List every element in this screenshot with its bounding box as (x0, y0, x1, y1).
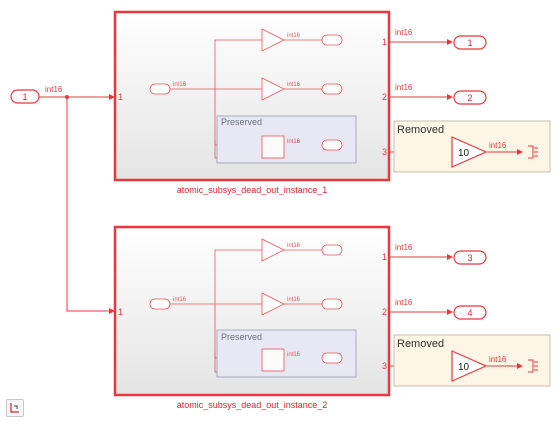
subsystem-2-outport-label-1: 1 (382, 252, 387, 262)
subsystem-2-outport-label-2: 2 (382, 307, 387, 317)
outport-label: 3 (467, 253, 472, 263)
signal-type-label: int16 (395, 83, 413, 92)
outport-block-4[interactable]: 4 (453, 305, 487, 320)
outport-label: 4 (467, 308, 472, 318)
root-inport-label: 1 (22, 92, 27, 102)
internal-type-label: int16 (173, 297, 187, 303)
terminator-icon[interactable] (528, 145, 538, 159)
internal-outport-3 (321, 139, 343, 151)
internal-outport-1 (321, 244, 343, 256)
internal-inport (149, 298, 171, 310)
internal-gain-1 (261, 238, 285, 262)
preserved-block (261, 135, 285, 159)
removed-area-1[interactable]: Removed 10 int16 (393, 120, 551, 173)
model-browser-icon (10, 403, 19, 413)
subsystem-2-outport-label-3: 3 (382, 361, 387, 371)
subsystem-1-outport-label-3: 3 (382, 147, 387, 157)
preserved-area (216, 115, 357, 164)
subsystem-block-1[interactable]: 1 1 2 3 int16 int16 int16 (113, 10, 391, 182)
internal-outport-2 (321, 83, 343, 95)
outport-label: 1 (467, 38, 472, 48)
branch-point (65, 95, 69, 99)
internal-outport-1 (321, 34, 343, 46)
gain-block[interactable] (451, 136, 488, 168)
subsystem-1-outport-label-1: 1 (382, 37, 387, 47)
root-signal-line[interactable] (39, 94, 115, 314)
internal-outport-2 (321, 298, 343, 310)
model-browser-button[interactable] (6, 399, 24, 417)
removed-area-2[interactable]: Removed 10 int16 (393, 334, 551, 387)
signal-type-label: int16 (489, 141, 507, 150)
internal-type-label: int16 (287, 243, 301, 249)
gain-block[interactable] (451, 350, 488, 382)
removed-area-label: Removed (397, 338, 444, 350)
internal-gain-2 (261, 292, 285, 316)
signal-type-label: int16 (395, 28, 413, 37)
signal-type-label: int16 (395, 243, 413, 252)
internal-outport-3 (321, 352, 343, 364)
root-inport-block[interactable]: 1 (10, 89, 40, 104)
subsystem-1-outport-label-2: 2 (382, 92, 387, 102)
preserved-block (261, 348, 285, 372)
subsystem-2-inport-label: 1 (118, 307, 123, 317)
subsystem-2-name: atomic_subsys_dead_out_instance_2 (177, 400, 328, 410)
preserved-area-label: Preserved (221, 332, 262, 342)
internal-type-label: int16 (173, 82, 187, 88)
internal-type-label: int16 (287, 82, 301, 88)
internal-gain-2 (261, 77, 285, 101)
signal-type-label: int16 (489, 355, 507, 364)
root-signal-type: int16 (45, 85, 63, 94)
internal-type-label: int16 (287, 139, 301, 145)
gain-value: 10 (458, 148, 470, 159)
subsystem-1-inport-label: 1 (118, 92, 123, 102)
internal-type-label: int16 (287, 297, 301, 303)
outport-block-2[interactable]: 2 (453, 90, 487, 105)
subsystem-1-name: atomic_subsys_dead_out_instance_1 (177, 185, 328, 195)
preserved-area-label: Preserved (221, 117, 262, 127)
outport-block-1[interactable]: 1 (453, 35, 487, 50)
subsystem-block-2[interactable]: 1 1 2 3 int16 int16 int16 Preserved (113, 225, 391, 397)
outport-block-3[interactable]: 3 (453, 250, 487, 265)
gain-value: 10 (458, 362, 470, 373)
internal-gain-1 (261, 28, 285, 52)
terminator-icon[interactable] (528, 359, 538, 373)
internal-type-label: int16 (287, 352, 301, 358)
outport-label: 2 (467, 93, 472, 103)
removed-area-label: Removed (397, 124, 444, 136)
signal-type-label: int16 (395, 298, 413, 307)
internal-type-label: int16 (287, 33, 301, 39)
internal-inport (149, 83, 171, 95)
